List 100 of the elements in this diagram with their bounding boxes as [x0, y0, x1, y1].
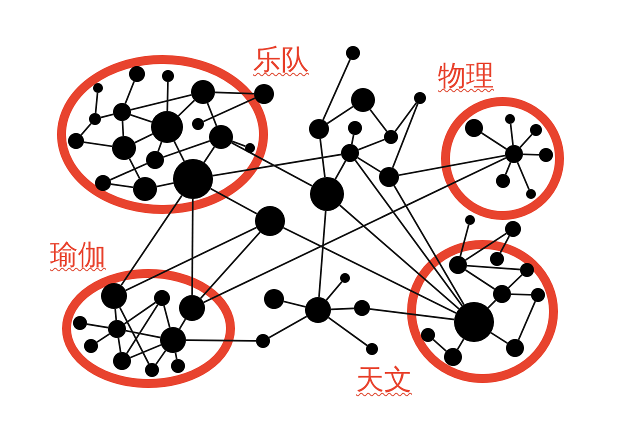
connector-line: [231, 142, 312, 187]
connector-line: [459, 224, 470, 257]
network-dot: [531, 288, 545, 302]
connector-line: [393, 185, 465, 306]
connector-line: [518, 301, 536, 340]
connector-line: [330, 308, 354, 310]
connector-line: [166, 82, 169, 112]
connector-line: [110, 183, 134, 188]
connector-line: [370, 308, 454, 320]
connector-line: [508, 274, 523, 288]
network-dot: [133, 177, 157, 201]
connector-line: [350, 134, 354, 144]
network-dot: [95, 175, 111, 191]
network-dot: [530, 124, 542, 136]
connector-line: [130, 94, 192, 111]
network-dot: [209, 125, 233, 149]
network-dot: [490, 252, 504, 266]
connector-line: [283, 226, 456, 314]
connector-line: [178, 318, 186, 330]
connector-line: [522, 153, 540, 156]
network-dot: [68, 133, 84, 149]
connector-line: [326, 281, 342, 301]
network-dot: [340, 273, 350, 283]
connector-line: [210, 188, 258, 215]
connector-line: [178, 100, 195, 116]
network-dot: [93, 83, 103, 93]
connector-line: [466, 264, 520, 270]
network-dot: [305, 297, 331, 323]
network-dot: [89, 113, 101, 125]
connector-line: [328, 316, 368, 346]
connector-line: [163, 140, 210, 158]
network-dot: [384, 130, 398, 144]
network-dot: [108, 320, 126, 338]
connector-line: [156, 182, 174, 188]
connector-line: [114, 308, 118, 320]
connector-line: [212, 154, 342, 177]
connector-line: [358, 138, 385, 150]
network-dot: [173, 159, 213, 199]
network-dot: [154, 290, 170, 306]
network-dot: [520, 263, 534, 277]
connector-line: [322, 59, 351, 120]
connector-line: [504, 162, 512, 175]
connector-line: [318, 210, 327, 298]
connector-line: [481, 132, 507, 150]
connector-line: [510, 124, 514, 146]
connector-line: [203, 146, 215, 163]
cluster-label: 乐队: [253, 44, 309, 76]
network-dot: [245, 143, 255, 153]
network-dot: [256, 334, 270, 348]
network-dot: [151, 111, 183, 143]
connector-line: [284, 300, 306, 308]
network-dot: [191, 80, 215, 104]
network-dot: [493, 285, 511, 303]
network-dot: [101, 283, 127, 309]
network-dot: [505, 221, 521, 237]
network-dot: [112, 136, 136, 160]
connector-line: [268, 316, 308, 338]
connector-line: [119, 307, 150, 364]
network-dot: [421, 328, 435, 342]
connector-line: [100, 113, 114, 118]
network-dot: [73, 316, 87, 330]
connector-line: [394, 102, 418, 132]
network-dot: [346, 46, 360, 60]
cluster-label: 瑜伽: [50, 238, 106, 272]
connector-line: [125, 226, 257, 292]
connector-line: [80, 122, 92, 136]
network-dot: [309, 119, 329, 139]
network-dot: [506, 339, 524, 357]
network-dot: [354, 300, 370, 316]
network-dot: [192, 118, 204, 130]
network-dot: [84, 339, 98, 353]
network-dot: [505, 145, 523, 163]
connector-line: [370, 109, 388, 132]
connector-line: [122, 120, 124, 136]
network-dot: [454, 302, 494, 342]
network-dot: [341, 144, 359, 162]
connector-line: [124, 81, 135, 104]
connector-line: [326, 106, 354, 124]
connector-line: [120, 195, 182, 286]
connector-line: [173, 140, 185, 162]
network-dot: [348, 121, 362, 135]
connector-line: [130, 114, 152, 123]
network-dot: [414, 92, 426, 104]
connector-line: [510, 293, 532, 296]
network-dot: [539, 148, 553, 162]
network-dot: [351, 88, 375, 112]
connector-line: [155, 350, 166, 365]
connector-line: [392, 103, 419, 168]
connector-line: [94, 92, 98, 114]
connector-line: [200, 232, 261, 299]
connector-line: [354, 160, 463, 306]
network-dot: [254, 84, 274, 104]
connector-line: [232, 140, 246, 147]
connector-line: [206, 102, 218, 126]
network-dot: [449, 256, 467, 274]
network-dot: [379, 167, 399, 187]
network-dot: [113, 352, 131, 370]
network-dot: [526, 189, 536, 199]
network-dot: [465, 215, 475, 225]
connector-line: [500, 236, 510, 254]
